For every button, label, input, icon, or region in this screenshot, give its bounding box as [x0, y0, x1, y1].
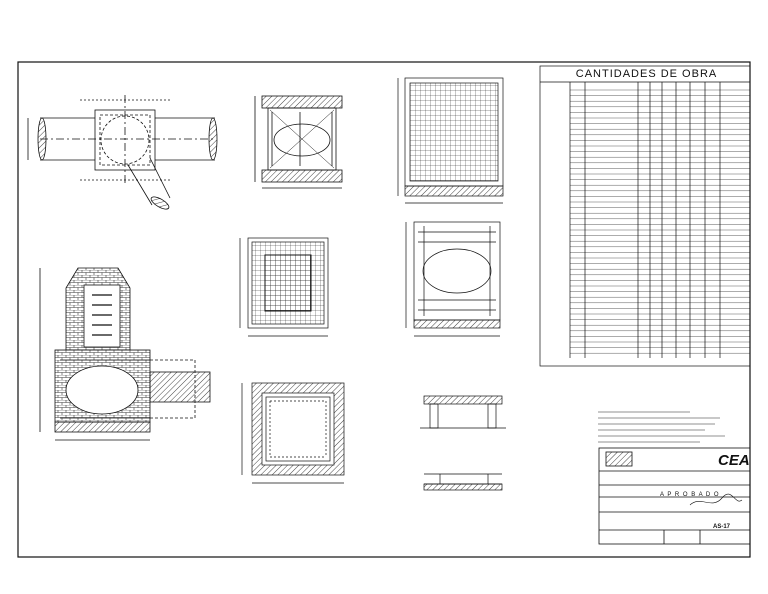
- side-slab-plan: [405, 221, 501, 337]
- notes-block: [598, 411, 725, 443]
- section-aa: [39, 267, 211, 441]
- mesh-plan-1: [239, 237, 329, 337]
- bottom-slab-plan: [397, 77, 504, 204]
- sheet-code: AS-17: [713, 524, 731, 530]
- approval-label: A P R O B A D O: [660, 492, 720, 498]
- plan-view: [27, 95, 218, 210]
- top-slab-section: [254, 95, 343, 189]
- quantities-table-title: CANTIDADES DE OBRA: [575, 68, 718, 80]
- cea-logo: CEA: [718, 452, 750, 469]
- title-block: [598, 447, 751, 545]
- small-sections: [420, 395, 506, 491]
- frame-a-plan: [241, 382, 345, 484]
- quantities-table: [539, 65, 751, 367]
